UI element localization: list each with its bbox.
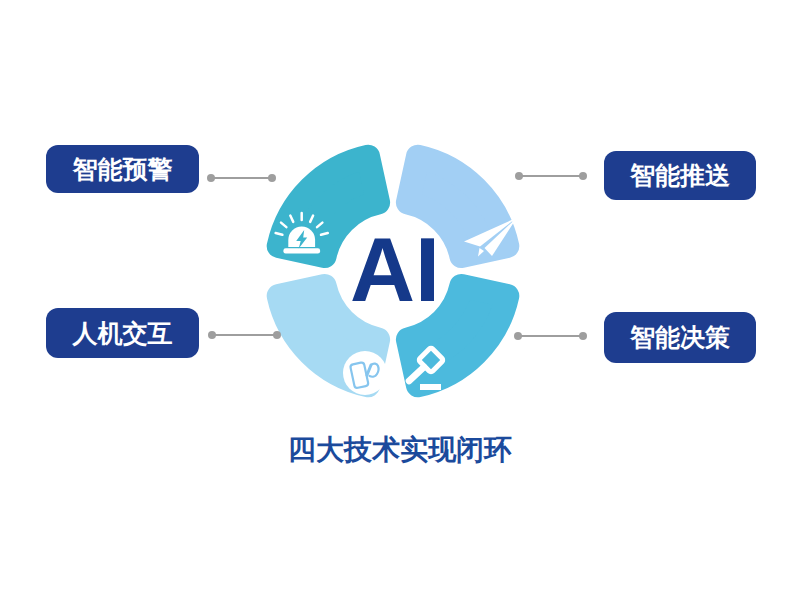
label-top-left-text: 智能预警 [73, 153, 173, 186]
label-bottom-left-text: 人机交互 [73, 317, 173, 350]
label-top-left: 智能预警 [46, 145, 199, 193]
connector-top-left [207, 174, 276, 182]
label-top-right-text: 智能推送 [630, 159, 730, 192]
connector-top-right [515, 172, 587, 180]
label-bottom-right-text: 智能决策 [630, 321, 730, 354]
connector-bottom-left [208, 331, 281, 339]
label-bottom-left: 人机交互 [46, 308, 199, 358]
label-top-right: 智能推送 [604, 151, 756, 200]
center-ai-text: AI [335, 220, 455, 320]
label-bottom-right: 智能决策 [604, 312, 756, 363]
hand-touch-icon [343, 351, 387, 395]
diagram-title: 四大技术实现闭环 [0, 431, 800, 469]
connector-bottom-right [514, 332, 587, 340]
